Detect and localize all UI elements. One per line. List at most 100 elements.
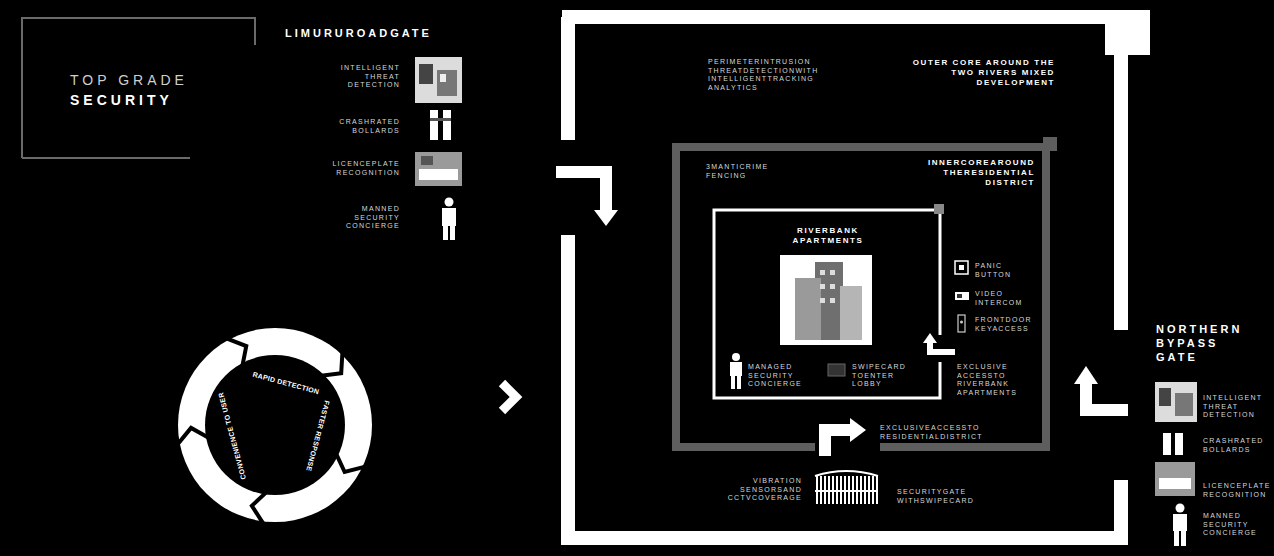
apartment-entry-arrow <box>923 333 955 352</box>
licence-plate-icon <box>419 169 458 180</box>
outer-core-frame <box>561 17 575 140</box>
building-illustration <box>795 278 821 340</box>
threat-detection-icon <box>1159 388 1171 406</box>
apartment-frame <box>714 210 940 398</box>
guard-icon <box>443 226 448 240</box>
swipecard-icon <box>828 364 845 376</box>
feature-label: CRASHRATED BOLLARDS <box>339 118 400 135</box>
feature-label: FRONTDOOR KEYACCESS <box>975 316 1032 333</box>
building-illustration <box>780 255 872 345</box>
licence-plate-icon <box>415 152 462 186</box>
outer-core-frame <box>562 531 1128 545</box>
title-bracket <box>22 157 190 159</box>
frame-corner-block <box>934 204 944 214</box>
outer-core-zone: OUTER CORE AROUND THE TWO RIVERS MIXED D… <box>562 10 1128 545</box>
swipecard-icon <box>828 364 845 376</box>
limuru-entry-arrow <box>556 172 606 212</box>
ring-notch <box>319 350 342 376</box>
bollard-icon <box>430 110 438 140</box>
panic-button-icon <box>955 261 968 274</box>
feature-label: CRASHRATED BOLLARDS <box>1203 437 1264 454</box>
inner-core-frame <box>676 147 1046 447</box>
building-illustration <box>830 298 835 303</box>
feature-label: MANAGED SECURITY CONCIERGE <box>748 363 802 389</box>
frame-corner-block <box>1105 10 1150 55</box>
apartment-frame <box>714 210 940 398</box>
cycle-step: FASTER RESPONSE <box>305 400 331 472</box>
guard-icon <box>450 226 455 240</box>
panic-button-icon <box>959 265 964 270</box>
security-gate-icon <box>815 471 878 476</box>
feature-label: VIBRATION SENSORSAND CCTVCOVERAGE <box>728 477 802 503</box>
licence-plate-icon <box>421 156 433 165</box>
northern-entry-arrow <box>1074 366 1128 410</box>
building-illustration <box>830 284 835 289</box>
gate-heading: NORTHERN BYPASS GATE <box>1156 322 1242 364</box>
panic-button-icon <box>955 261 968 274</box>
district-entry-arrow <box>850 418 866 442</box>
building-illustration <box>830 270 835 275</box>
bollard-icon <box>443 110 451 140</box>
feature-label: VIDEO INTERCOM <box>975 290 1023 307</box>
building-illustration <box>820 284 825 289</box>
security-gate-icon <box>815 476 878 504</box>
zone-heading: INNERCOREAROUND THERESIDENTIAL DISTRICT <box>928 158 1035 188</box>
bollard-icon <box>1163 433 1183 455</box>
threat-detection-icon <box>437 70 457 96</box>
intercom-icon <box>957 294 962 298</box>
guard-icon <box>737 376 741 389</box>
guard-icon <box>1181 531 1186 546</box>
threat-detection-icon <box>415 57 462 103</box>
title-bracket <box>22 18 255 158</box>
ring-notch <box>176 428 210 446</box>
limuru-entry-arrow <box>556 172 618 226</box>
guard-icon <box>1173 514 1187 531</box>
northern-entry-arrow <box>1086 382 1128 410</box>
feature-label: MANNED SECURITY CONCIERGE <box>1203 512 1257 538</box>
zone-note: 3MANTICRIME FENCING <box>706 163 769 180</box>
licence-plate-icon <box>1155 462 1195 496</box>
guard-icon <box>730 353 742 389</box>
cycle-ring <box>178 328 372 522</box>
threat-detection-icon <box>1175 393 1193 416</box>
building-illustration <box>820 270 825 275</box>
cycle-ring <box>176 328 372 525</box>
bollard-icon <box>1163 433 1171 455</box>
bollard-icon <box>430 110 451 140</box>
security-gate-icon <box>815 490 878 492</box>
building-illustration <box>780 255 872 345</box>
guard-icon <box>1176 504 1185 513</box>
access-label: EXCLUSIVE ACCESSTO RIVERBANK APARTMENTS <box>957 363 1017 397</box>
cycle-step: CONVENIENCE TO USER <box>217 392 247 481</box>
feature-label: MANNED SECURITY CONCIERGE <box>346 205 400 231</box>
gate-heading: LIMURUROADGATE <box>285 26 432 40</box>
guard-icon <box>732 353 740 361</box>
key-access-icon <box>960 321 963 324</box>
title-bracket <box>22 18 255 158</box>
feature-label: LICENCEPLATE RECOGNITION <box>332 160 400 177</box>
outer-core-frame <box>561 235 575 545</box>
guard-icon <box>731 376 735 389</box>
guard-icon <box>730 362 742 376</box>
threat-detection-icon <box>1155 382 1197 422</box>
feature-label: PANIC BUTTON <box>975 262 1011 279</box>
frame-corner-block <box>1043 137 1057 151</box>
feature-label: SWIPECARD TOENTER LOBBY <box>852 363 906 389</box>
apartment-entry-arrow <box>930 342 955 352</box>
guard-icon <box>445 198 454 207</box>
page-title: TOP GRADE SECURITY <box>70 70 220 110</box>
ring-notch <box>252 491 268 526</box>
cycle-circle: RAPID DETECTIONFASTER RESPONSECONVENIENC… <box>178 328 372 522</box>
outer-core-frame <box>1114 17 1128 330</box>
building-illustration <box>840 286 862 340</box>
district-entry-arrow <box>825 430 852 456</box>
intercom-icon <box>955 292 969 300</box>
zone-heading: OUTER CORE AROUND THE TWO RIVERS MIXED D… <box>905 58 1055 88</box>
guard-icon <box>1174 531 1179 546</box>
guard-icon <box>442 208 456 226</box>
building-name: RIVERBANK APARTMENTS <box>793 226 864 246</box>
access-label: EXCLUSIVEACCESSTO RESIDENTIALDISTRICT <box>880 424 983 441</box>
apartment-entry-arrow <box>923 333 937 343</box>
